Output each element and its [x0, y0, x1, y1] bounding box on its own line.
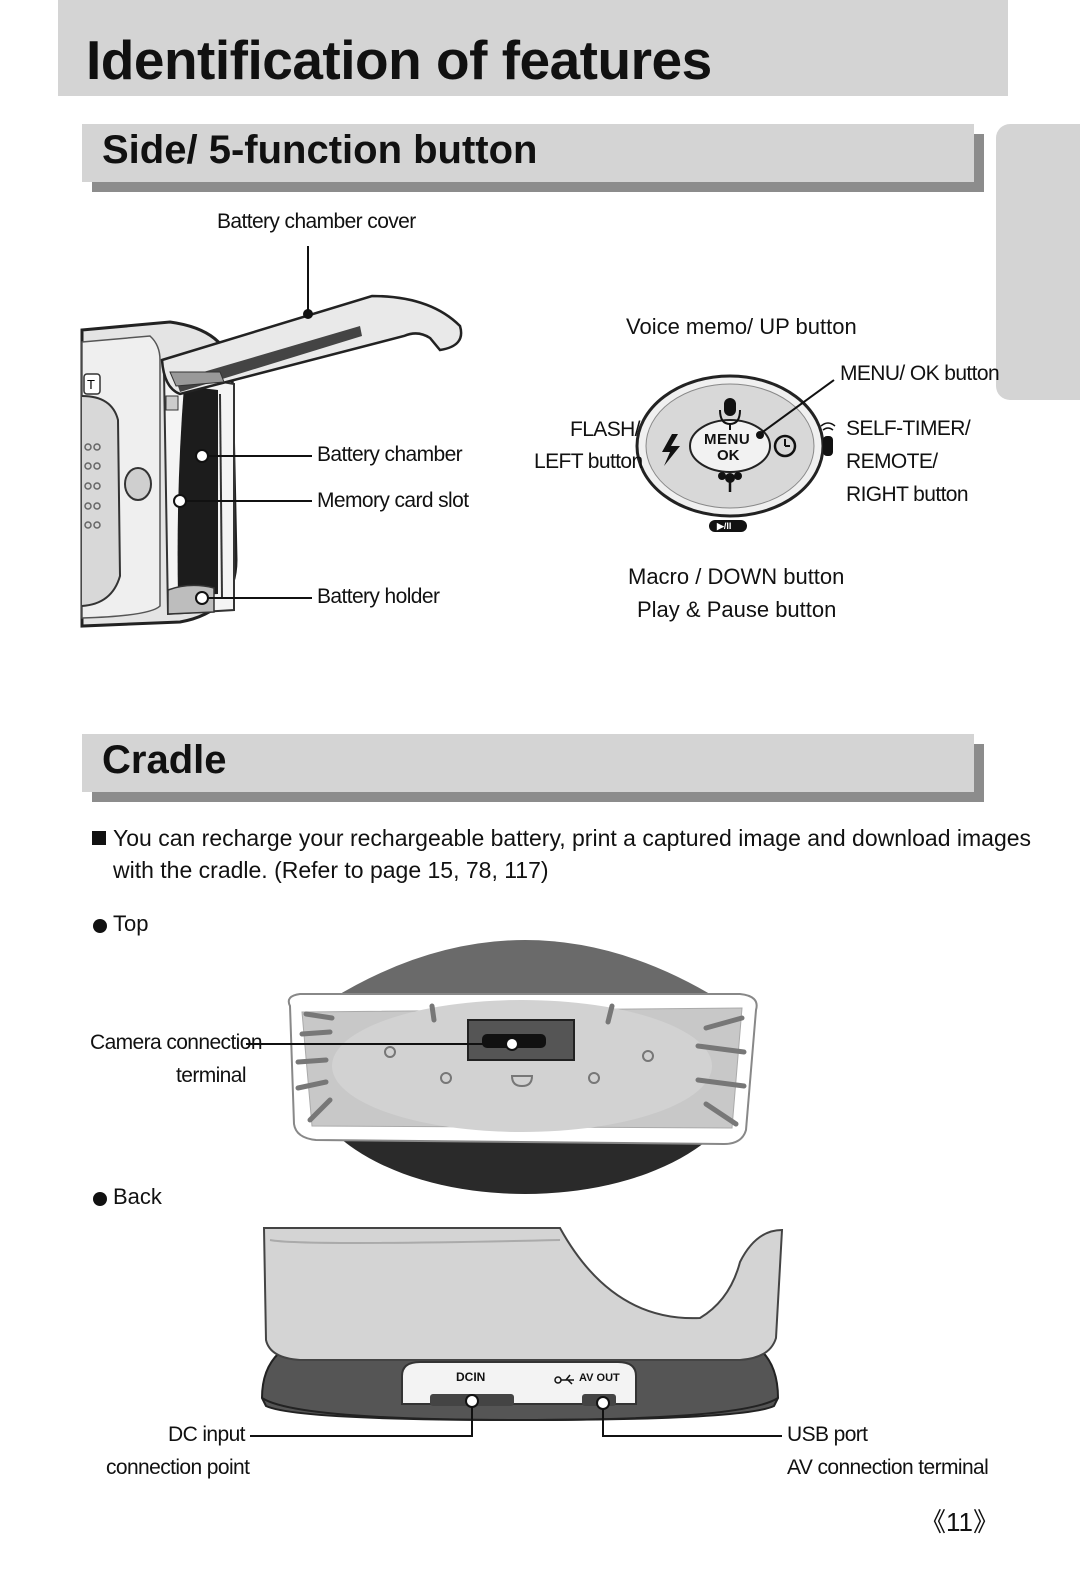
- dcin-text: DCIN: [456, 1370, 486, 1384]
- av-connection-label: AV connection terminal: [787, 1456, 989, 1479]
- page-header-band: [58, 0, 1008, 96]
- round-bullet: [93, 919, 107, 933]
- self-timer-label-line1: SELF-TIMER/: [846, 417, 971, 440]
- square-bullet: [92, 831, 106, 845]
- menu-ok-label: MENU/ OK button: [840, 362, 1000, 385]
- self-timer-label-line3: RIGHT button: [846, 483, 969, 506]
- macro-icon: [718, 472, 742, 492]
- section-title-box-side: [82, 124, 974, 182]
- usb-icon: [554, 1374, 574, 1385]
- dial-ok-text: OK: [717, 447, 740, 464]
- macro-down-label: Macro / DOWN button: [628, 564, 845, 589]
- section-title-cradle: Cradle: [102, 738, 227, 782]
- page-title: Identification of features: [86, 29, 712, 91]
- page-number: 《11》: [920, 1507, 999, 1537]
- round-bullet: [93, 1192, 107, 1206]
- dc-input-label-line1: DC input: [168, 1423, 246, 1446]
- dial-menu-text: MENU: [704, 431, 751, 448]
- flash-label-line2: LEFT button: [534, 450, 643, 473]
- section-title-side: Side/ 5-function button: [102, 128, 538, 172]
- flash-icon: [662, 434, 680, 466]
- cradle-back-label: Back: [113, 1184, 162, 1209]
- cradle-top-label: Top: [113, 911, 149, 936]
- section-title-box-cradle: [82, 734, 974, 792]
- play-pause-label: Play & Pause button: [637, 597, 837, 622]
- zoom-key-label: T: [87, 377, 95, 392]
- side-tab: [996, 124, 1080, 400]
- battery-chamber-label: Battery chamber: [317, 443, 463, 466]
- cradle-description-line2: with the cradle. (Refer to page 15, 78, …: [113, 857, 549, 883]
- voice-memo-up-label: Voice memo/ UP button: [626, 314, 857, 339]
- battery-chamber-cover-label: Battery chamber cover: [217, 210, 416, 233]
- dial-play-pause-text: ▶/II: [717, 521, 732, 531]
- cradle-description-line1: You can recharge your rechargeable batte…: [113, 825, 1032, 851]
- camera-connection-label-line2: terminal: [176, 1064, 246, 1087]
- microphone-icon: [719, 398, 741, 430]
- memory-card-slot-label: Memory card slot: [317, 489, 469, 512]
- battery-holder-label: Battery holder: [317, 585, 440, 608]
- self-timer-icon: [773, 434, 797, 458]
- flash-label-line1: FLASH/: [570, 418, 641, 441]
- camera-connection-label-line1: Camera connection: [90, 1031, 263, 1054]
- self-timer-label-line2: REMOTE/: [846, 450, 938, 473]
- dc-input-label-line2: connection point: [106, 1456, 250, 1479]
- remote-icon: [820, 422, 836, 456]
- usb-port-label: USB port: [787, 1423, 868, 1446]
- avout-text: AV OUT: [579, 1372, 620, 1384]
